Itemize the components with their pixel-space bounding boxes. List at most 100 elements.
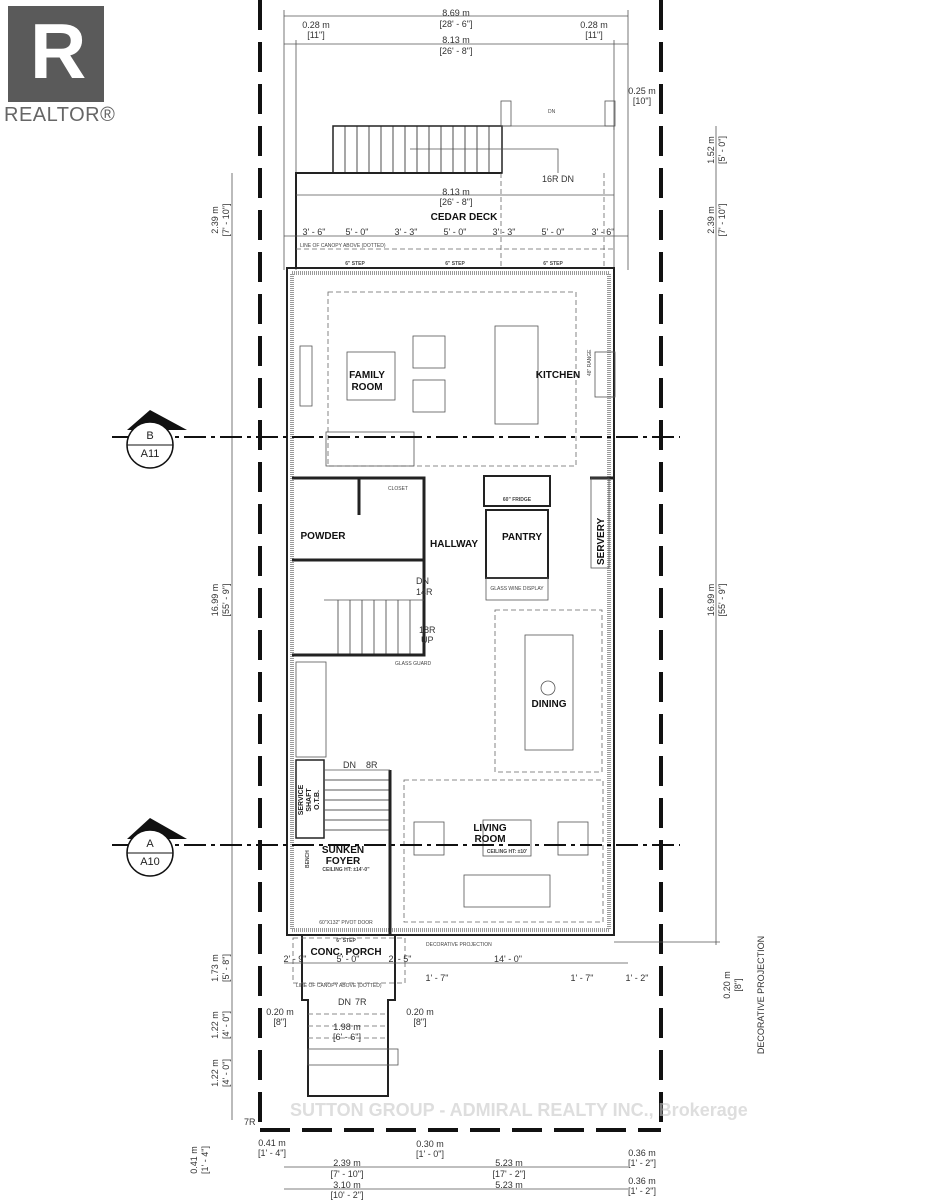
dim-step1-m: 1.22 m: [210, 1011, 220, 1039]
deck-segment-dims: 3' - 6" 5' - 0" 3' - 3" 5' - 0" 3' - 3" …: [303, 227, 615, 237]
dim-step2-ft: [4' - 0"]: [221, 1059, 231, 1087]
bottom-dimensions: 0.41 m [1' - 4"] 2.39 m [7' - 10"] 0.30 …: [258, 1138, 656, 1200]
dim-deck-width-ft: [26' - 8"]: [440, 197, 473, 207]
room-label-pantry: PANTRY: [502, 532, 542, 543]
dim-front-seg: 1' - 7": [571, 973, 594, 983]
room-label-kitchen: KITCHEN: [536, 370, 580, 381]
dim-step2-m: 1.22 m: [210, 1059, 220, 1087]
room-label-foyer-2: FOYER: [326, 856, 361, 867]
dim-porch-stair-ft: [6' - 6"]: [333, 1032, 361, 1042]
dim-left-offset-m: 0.28 m: [302, 20, 330, 30]
room-label-family: FAMILY: [349, 370, 385, 381]
stair-dn-label: DN: [416, 576, 429, 586]
deck-dn-label-2: DN: [561, 174, 574, 184]
dim-bottom2-e-m: 0.36 m: [628, 1176, 656, 1186]
dim-seg: 5' - 0": [346, 227, 369, 237]
foyer-dn-label: DN: [343, 760, 356, 770]
dim-right-deck-ft: [7' - 10"]: [717, 204, 727, 237]
bottom-7r-label: 7R: [244, 1117, 256, 1127]
dim-seg: 3' - 6": [303, 227, 326, 237]
decorative-projection-side-label: DECORATIVE PROJECTION: [756, 936, 766, 1054]
dim-right-deck-m: 2.39 m: [706, 206, 716, 234]
porch-dn-label: DN: [338, 997, 351, 1007]
dim-front-seg: 1' - 7": [426, 973, 449, 983]
dim-right-offset-ft: [11"]: [585, 30, 603, 40]
realtor-logo-word: REALTOR®: [4, 104, 116, 126]
dim-inner-ft: [26' - 8"]: [440, 46, 473, 56]
dim-overall-ft: [28' - 6"]: [440, 19, 473, 29]
room-label-service-shaft-2: SHAFT: [306, 788, 313, 812]
dim-inner-m: 8.13 m: [442, 35, 470, 45]
dim-right-house-ft: [55' - 9"]: [717, 584, 727, 617]
room-label-hallway: HALLWAY: [430, 539, 478, 550]
dim-right-stair-ft: [5' - 0"]: [717, 136, 727, 164]
dim-front-seg: 14' - 0": [494, 954, 522, 964]
dim-porch-depth-m: 1.73 m: [210, 954, 220, 982]
realtor-logo-mark: R: [8, 6, 104, 102]
dim-porch-left-ft: [8"]: [273, 1017, 286, 1027]
dim-bottom2-d-m: 5.23 m: [495, 1180, 523, 1190]
dim-left-house-m: 16.99 m: [210, 584, 220, 617]
stair-14r-label: 14R: [416, 587, 433, 597]
dim-bottom-a-ft: [1' - 4"]: [258, 1148, 286, 1158]
dim-bottom-b-m: 2.39 m: [333, 1158, 361, 1168]
stair-18r-label: 18R: [419, 625, 436, 635]
dim-porch-left-m: 0.20 m: [266, 1007, 294, 1017]
deck-risers-label: 16R: [542, 174, 559, 184]
living-ceiling-note: CEILING HT: ±10': [487, 849, 527, 855]
dim-seg: 5' - 0": [542, 227, 565, 237]
dim-bottom2-e-ft: [1' - 2"]: [628, 1186, 656, 1196]
cedar-deck: DN 16R DN 8.13 m [26' - 8"] CEDAR DECK 3…: [284, 100, 628, 268]
dim-bottom-e-m: 0.36 m: [628, 1148, 656, 1158]
dim-post-m: 0.25 m: [628, 86, 656, 96]
dim-bottom-d-m: 5.23 m: [495, 1158, 523, 1168]
dim-seg: 3' - 3": [493, 227, 516, 237]
section-markers: B A11 A A10: [112, 410, 680, 877]
dim-porch-right-m: 0.20 m: [406, 1007, 434, 1017]
dim-right-offset-m: 0.28 m: [580, 20, 608, 30]
dim-left-deck-ft: [7' - 10"]: [221, 204, 231, 237]
dim-porch-seg: 5' - 0": [337, 954, 360, 964]
room-label-porch: CONC. PORCH: [310, 947, 381, 958]
room-label-powder: POWDER: [301, 531, 347, 542]
porch: 6" STEP CONC. PORCH DECORATIVE PROJECTIO…: [244, 935, 720, 1127]
section-b-sheet: A11: [141, 448, 160, 460]
step-note: 6" STEP: [543, 261, 563, 267]
canopy-note: LINE OF CANOPY ABOVE (DOTTED): [300, 243, 386, 249]
dim-left-bottom-ft: [1' - 4"]: [200, 1146, 210, 1174]
dim-deck-width-m: 8.13 m: [442, 187, 470, 197]
fridge-note: 60" FRIDGE: [503, 497, 532, 503]
room-label-family-2: ROOM: [351, 382, 382, 393]
step-note: 6" STEP: [345, 261, 365, 267]
watermark: SUTTON GROUP - ADMIRAL REALTY INC., Brok…: [290, 1100, 748, 1120]
room-labels: FAMILY ROOM KITCHEN 48" RANGE POWDER CLO…: [298, 349, 607, 926]
room-label-cedar-deck: CEDAR DECK: [431, 212, 498, 223]
decorative-projection-note: DECORATIVE PROJECTION: [426, 942, 492, 948]
glass-guard-note: GLASS GUARD: [395, 661, 432, 667]
dim-overall-m: 8.69 m: [442, 8, 470, 18]
dim-bottom-c-m: 0.30 m: [416, 1139, 444, 1149]
dim-front-seg: 1' - 2": [626, 973, 649, 983]
closet-note: CLOSET: [388, 486, 408, 492]
dim-projection-m: 0.20 m: [722, 971, 732, 999]
dim-seg: 5' - 0": [444, 227, 467, 237]
room-label-dining: DINING: [532, 699, 567, 710]
section-a-sheet: A10: [140, 856, 160, 868]
house-walls: [286, 267, 616, 936]
section-b-letter: B: [146, 430, 153, 442]
dim-left-offset-ft: [11"]: [307, 30, 325, 40]
porch-step-note: 6" STEP: [336, 938, 356, 944]
room-label-service-shaft: SERVICE: [298, 784, 305, 815]
dim-bottom2-a-ft: [10' - 2"]: [331, 1190, 364, 1200]
porch-canopy-note: LINE OF CANOPY ABOVE (DOTTED): [296, 983, 382, 989]
dim-right-house-m: 16.99 m: [706, 584, 716, 617]
foyer-ceiling-note: CEILING HT: ±14'-0": [322, 867, 370, 873]
dim-bottom-b-ft: [7' - 10"]: [331, 1169, 364, 1179]
dim-bottom2-a-m: 3.10 m: [333, 1180, 361, 1190]
dim-porch-seg: 2' - 9": [284, 954, 307, 964]
dim-porch-right-ft: [8"]: [413, 1017, 426, 1027]
dim-left-deck-m: 2.39 m: [210, 206, 220, 234]
dim-projection-ft: [8"]: [733, 978, 743, 991]
dim-bottom-e-ft: [1' - 2"]: [628, 1158, 656, 1168]
